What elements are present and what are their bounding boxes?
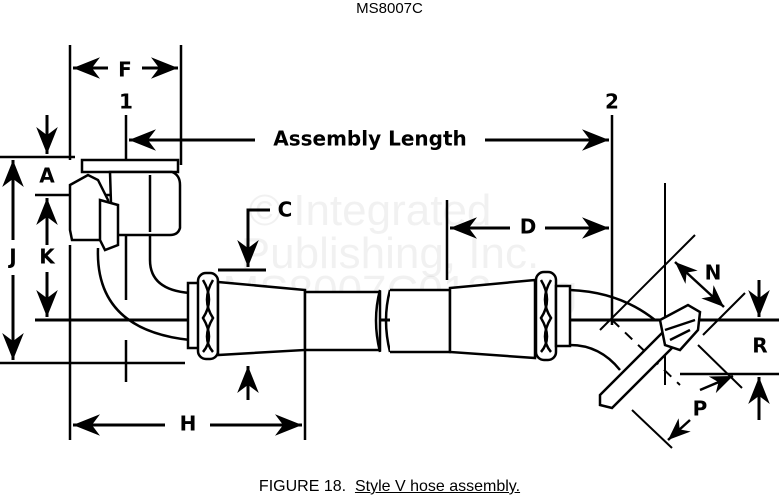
svg-text:Publishing, Inc.: Publishing, Inc. xyxy=(241,229,539,278)
dim-H-label: H xyxy=(180,412,197,436)
station-2-label: 2 xyxy=(605,90,619,114)
dim-P-label: P xyxy=(693,397,708,421)
dim-F-label: F xyxy=(118,58,132,82)
dim-A-label: A xyxy=(39,164,55,188)
dim-C-label: C xyxy=(278,198,293,222)
hose-body xyxy=(68,158,702,410)
document-title: MS8007C xyxy=(356,0,423,17)
station-1-label: 1 xyxy=(119,90,133,114)
dim-D-label: D xyxy=(520,215,537,239)
figure-caption: FIGURE 18. Style V hose assembly. xyxy=(0,478,779,496)
assembly-length-label: Assembly Length xyxy=(273,127,467,151)
figure-caption-text: Style V hose assembly. xyxy=(354,478,521,495)
dim-R-label: R xyxy=(752,334,767,358)
figure-number: FIGURE 18. xyxy=(258,478,347,495)
dim-N-label: N xyxy=(705,261,722,285)
dim-J-label: J xyxy=(7,245,16,269)
dim-K-label: K xyxy=(39,245,56,269)
